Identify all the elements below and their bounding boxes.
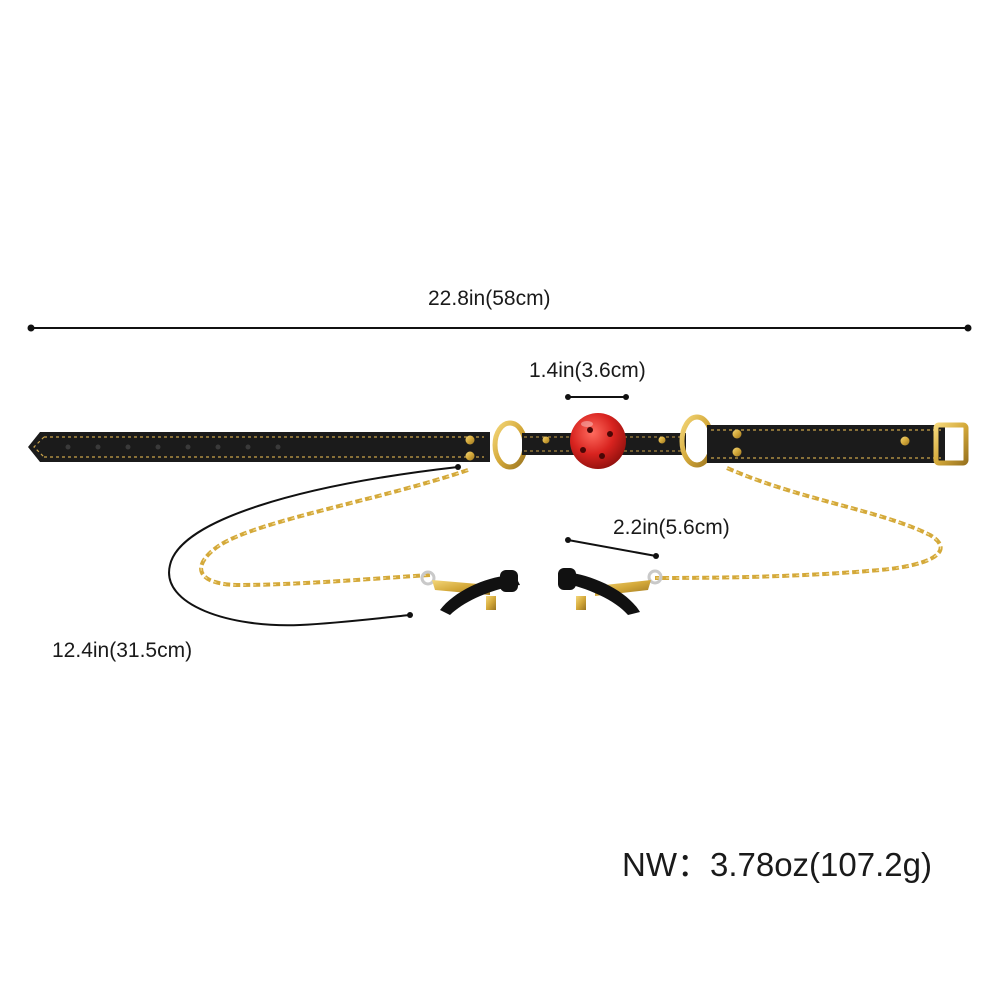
left-clamp — [420, 570, 520, 615]
ball-diameter-label: 1.4in(3.6cm) — [529, 359, 646, 382]
ball-dimension-line — [565, 394, 629, 400]
left-chain — [199, 468, 469, 588]
chain-length-label: 12.4in(31.5cm) — [52, 639, 193, 662]
ball-strap — [522, 433, 686, 455]
total-length-label: 22.8in(58cm) — [428, 287, 551, 310]
left-o-ring — [492, 420, 528, 470]
buckle — [933, 422, 969, 466]
right-chain — [654, 466, 943, 580]
length-dimension-line — [27, 324, 972, 332]
left-strap — [28, 432, 490, 462]
right-clamp — [558, 568, 663, 615]
chain-dimension-curve — [168, 464, 461, 627]
clamp-spacing-label: 2.2in(5.6cm) — [613, 516, 730, 539]
clamp-dimension-line — [565, 537, 659, 559]
right-strap — [707, 425, 945, 463]
red-ball — [570, 413, 626, 469]
net-weight-label: NW：3.78oz(107.2g) — [622, 846, 932, 883]
